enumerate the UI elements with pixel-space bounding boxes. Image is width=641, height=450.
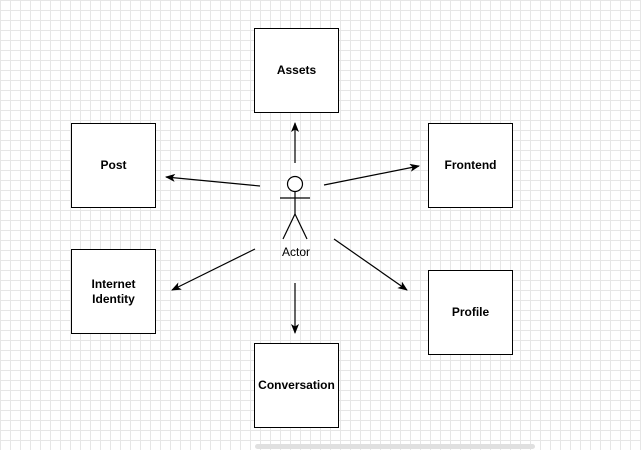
node-internet-identity-label: Internet Identity <box>91 276 136 306</box>
node-profile-label: Profile <box>451 305 490 319</box>
node-profile[interactable]: Profile <box>428 270 513 355</box>
arrow-actor-to-frontend[interactable] <box>323 163 420 186</box>
arrow-actor-to-profile[interactable] <box>333 238 408 291</box>
node-conversation[interactable]: Conversation <box>254 343 339 428</box>
node-frontend-label: Frontend <box>444 158 497 172</box>
node-assets[interactable]: Assets <box>254 28 339 113</box>
node-assets-label: Assets <box>276 63 317 77</box>
node-frontend[interactable]: Frontend <box>428 123 513 208</box>
node-post-label: Post <box>100 158 127 172</box>
node-conversation-label: Conversation <box>258 378 335 392</box>
horizontal-scrollbar[interactable] <box>255 444 535 449</box>
node-internet-identity[interactable]: Internet Identity <box>71 249 156 334</box>
arrow-actor-to-post[interactable] <box>165 173 261 187</box>
node-post[interactable]: Post <box>71 123 156 208</box>
actor-label: Actor <box>282 245 311 259</box>
arrow-actor-to-internet-identity[interactable] <box>171 248 256 291</box>
actor-stick-figure-icon[interactable] <box>280 175 310 240</box>
